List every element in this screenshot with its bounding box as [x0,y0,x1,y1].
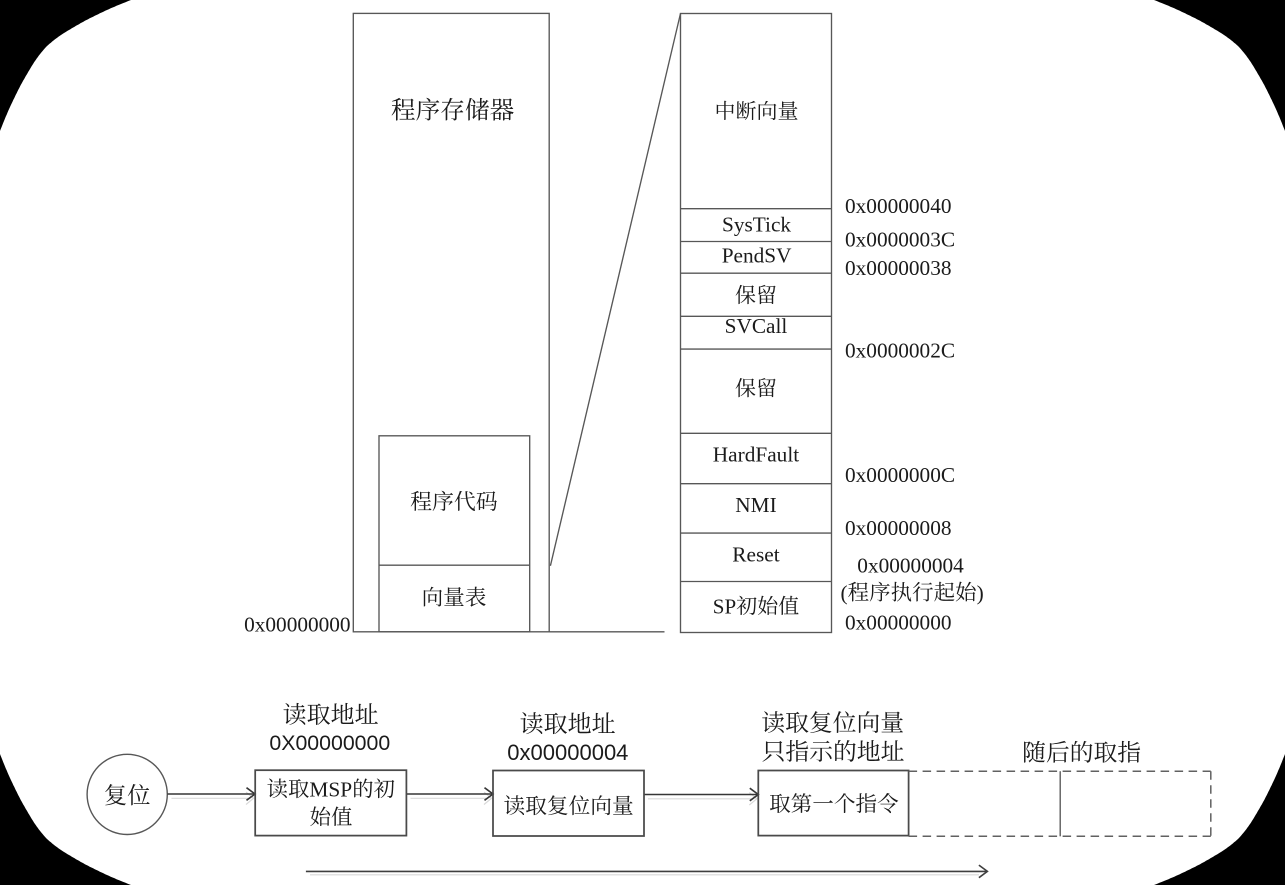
svg-text:SP: SP [713,594,736,618]
svg-text:0X00000000: 0X00000000 [269,731,390,755]
svg-text:SysTick: SysTick [722,213,791,237]
svg-text:0x00000038: 0x00000038 [845,256,951,280]
svg-text:HardFault: HardFault [713,442,799,466]
svg-text:0x00000004: 0x00000004 [507,740,628,765]
svg-text:0x0000000C: 0x0000000C [845,463,955,487]
svg-text:0x00000004: 0x00000004 [857,554,964,578]
svg-text:0x00000000: 0x00000000 [244,613,350,637]
svg-text:0x00000008: 0x00000008 [845,516,951,540]
svg-text:PendSV: PendSV [722,244,792,268]
svg-text:NMI: NMI [735,493,776,517]
svg-text:0x0000002C: 0x0000002C [845,339,955,363]
svg-text:SVCall: SVCall [725,314,788,338]
svg-text:Reset: Reset [732,543,779,567]
svg-text:): ) [977,581,984,605]
svg-text:0x00000000: 0x00000000 [845,610,951,634]
svg-text:0x00000040: 0x00000040 [845,194,951,218]
svg-text:0x0000003C: 0x0000003C [845,228,955,252]
svg-text:(: ( [841,581,848,605]
svg-text:MSP: MSP [309,777,352,801]
